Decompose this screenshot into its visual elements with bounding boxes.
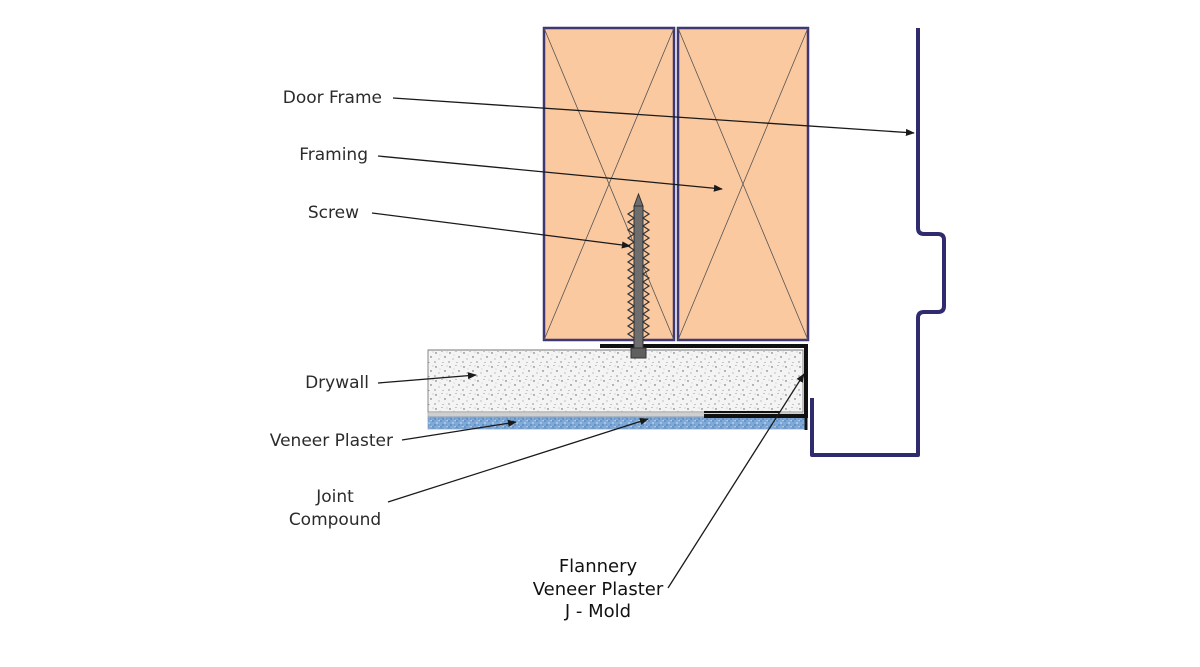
leader-drywall <box>377 372 477 384</box>
label-jmold-line1: Flannery <box>559 556 638 577</box>
label-door-frame: Door Frame <box>283 88 382 108</box>
leader-framing <box>377 155 723 192</box>
screw <box>626 192 651 359</box>
door-frame-profile <box>810 28 946 457</box>
leader-lines <box>371 97 915 589</box>
wall-layers <box>427 349 807 430</box>
label-jmold-line2: Veneer Plaster <box>533 579 664 600</box>
label-screw: Screw <box>308 203 359 223</box>
label-joint-compound-line1: Joint <box>315 487 354 507</box>
labels: Door Frame Framing Screw Drywall Veneer … <box>270 88 664 622</box>
label-framing: Framing <box>299 145 368 165</box>
drywall-board <box>427 349 804 413</box>
label-joint-compound-line2: Compound <box>289 510 381 530</box>
leader-veneer-plaster <box>401 419 517 441</box>
framing-studs <box>542 26 810 342</box>
leader-screw <box>371 212 631 249</box>
leader-j-mold <box>667 373 805 589</box>
label-drywall: Drywall <box>305 373 369 393</box>
leader-joint-compound <box>387 418 649 503</box>
label-jmold-line3: J - Mold <box>564 601 631 622</box>
framing-stud-right <box>676 26 810 342</box>
framing-stud-left <box>542 26 676 342</box>
label-veneer-plaster: Veneer Plaster <box>270 431 393 451</box>
leader-door-frame <box>392 97 915 137</box>
j-mold <box>600 344 808 430</box>
